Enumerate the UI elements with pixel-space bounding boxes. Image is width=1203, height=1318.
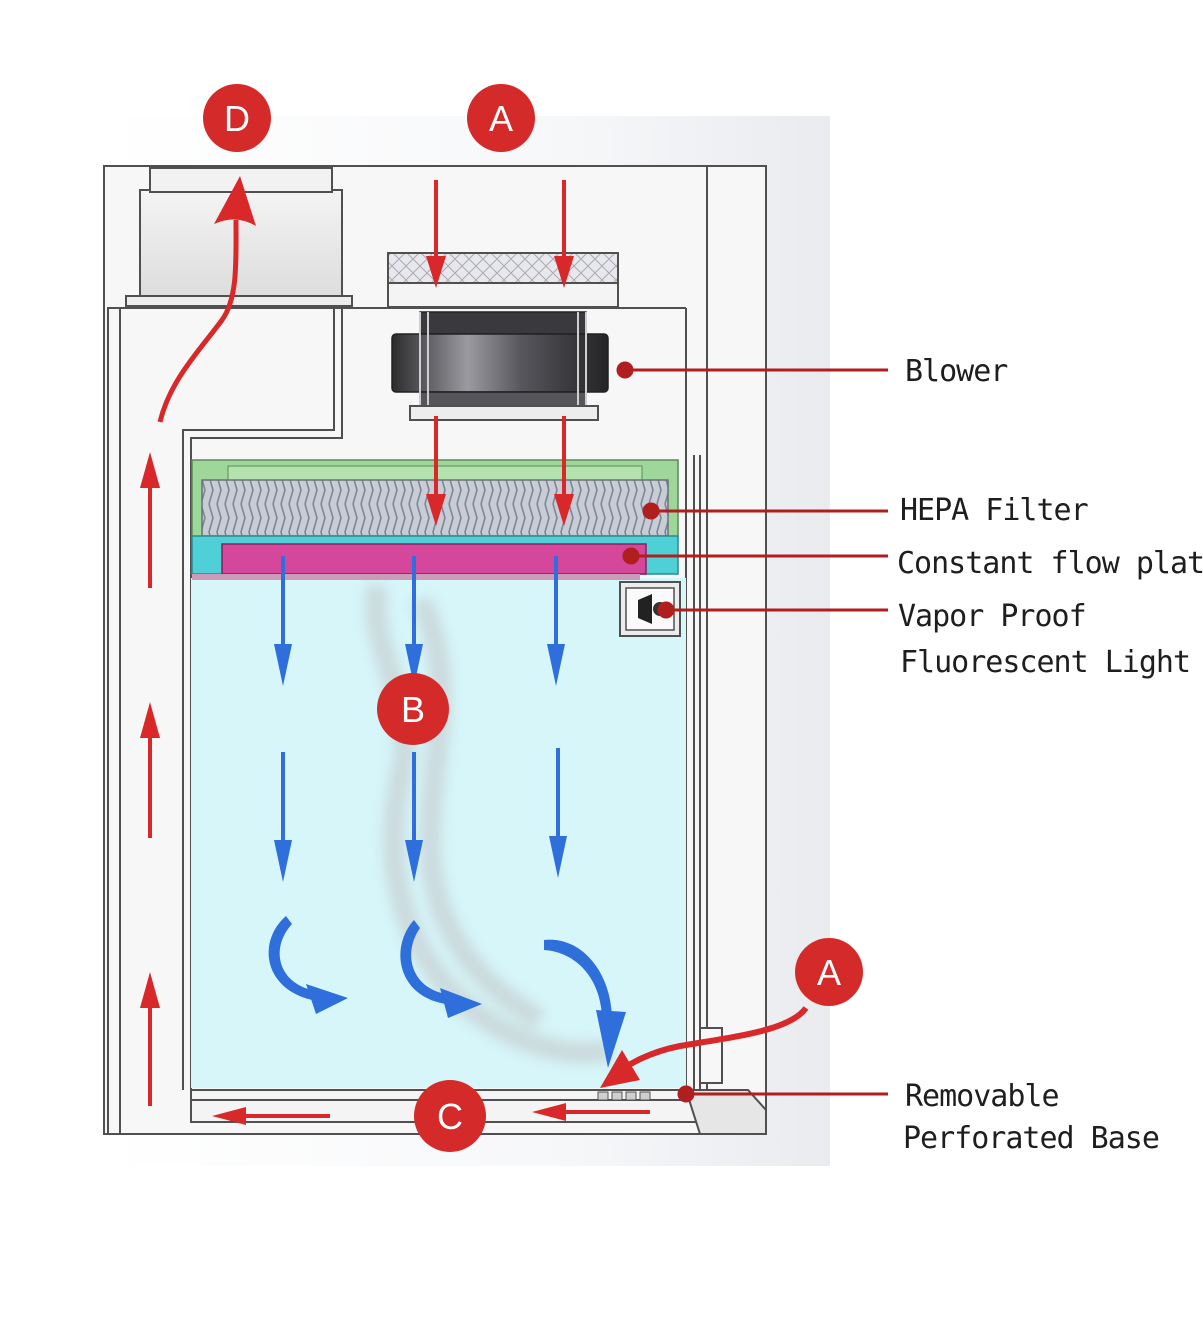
badge-d: D <box>203 84 271 152</box>
label-vapor-proof-line2: Fluorescent Light <box>900 645 1190 680</box>
blower-unit <box>391 311 609 421</box>
label-blower: Blower <box>905 354 1007 389</box>
badge-a-top-text: A <box>489 98 513 139</box>
blue-downflow-arrows <box>274 556 567 882</box>
badge-a-side: A <box>795 938 863 1006</box>
label-removable-line2: Perforated Base <box>903 1121 1159 1156</box>
leader-lines <box>616 361 888 1103</box>
side-intake-arrow <box>600 1006 809 1088</box>
blue-curved-arrows <box>268 916 626 1068</box>
badge-d-text: D <box>224 98 250 139</box>
badge-c-text: C <box>437 1096 463 1137</box>
badge-b-text: B <box>401 689 425 730</box>
red-airflow-arrows <box>140 180 650 1125</box>
badge-a-side-text: A <box>817 952 841 993</box>
badge-c: C <box>414 1080 486 1152</box>
smoke-wisp <box>365 582 613 1064</box>
constant-flow-plate <box>191 535 679 580</box>
exhaust-arrow <box>157 176 256 423</box>
prefilter <box>387 252 619 308</box>
label-removable-line1: Removable <box>905 1079 1059 1114</box>
label-hepa-filter: HEPA Filter <box>900 493 1088 528</box>
badge-b: B <box>377 673 449 745</box>
label-vapor-proof-line1: Vapor Proof <box>898 599 1086 634</box>
badge-a-top: A <box>467 84 535 152</box>
vapor-proof-light <box>619 581 681 637</box>
label-constant-flow-plate: Constant flow plate <box>897 546 1203 581</box>
